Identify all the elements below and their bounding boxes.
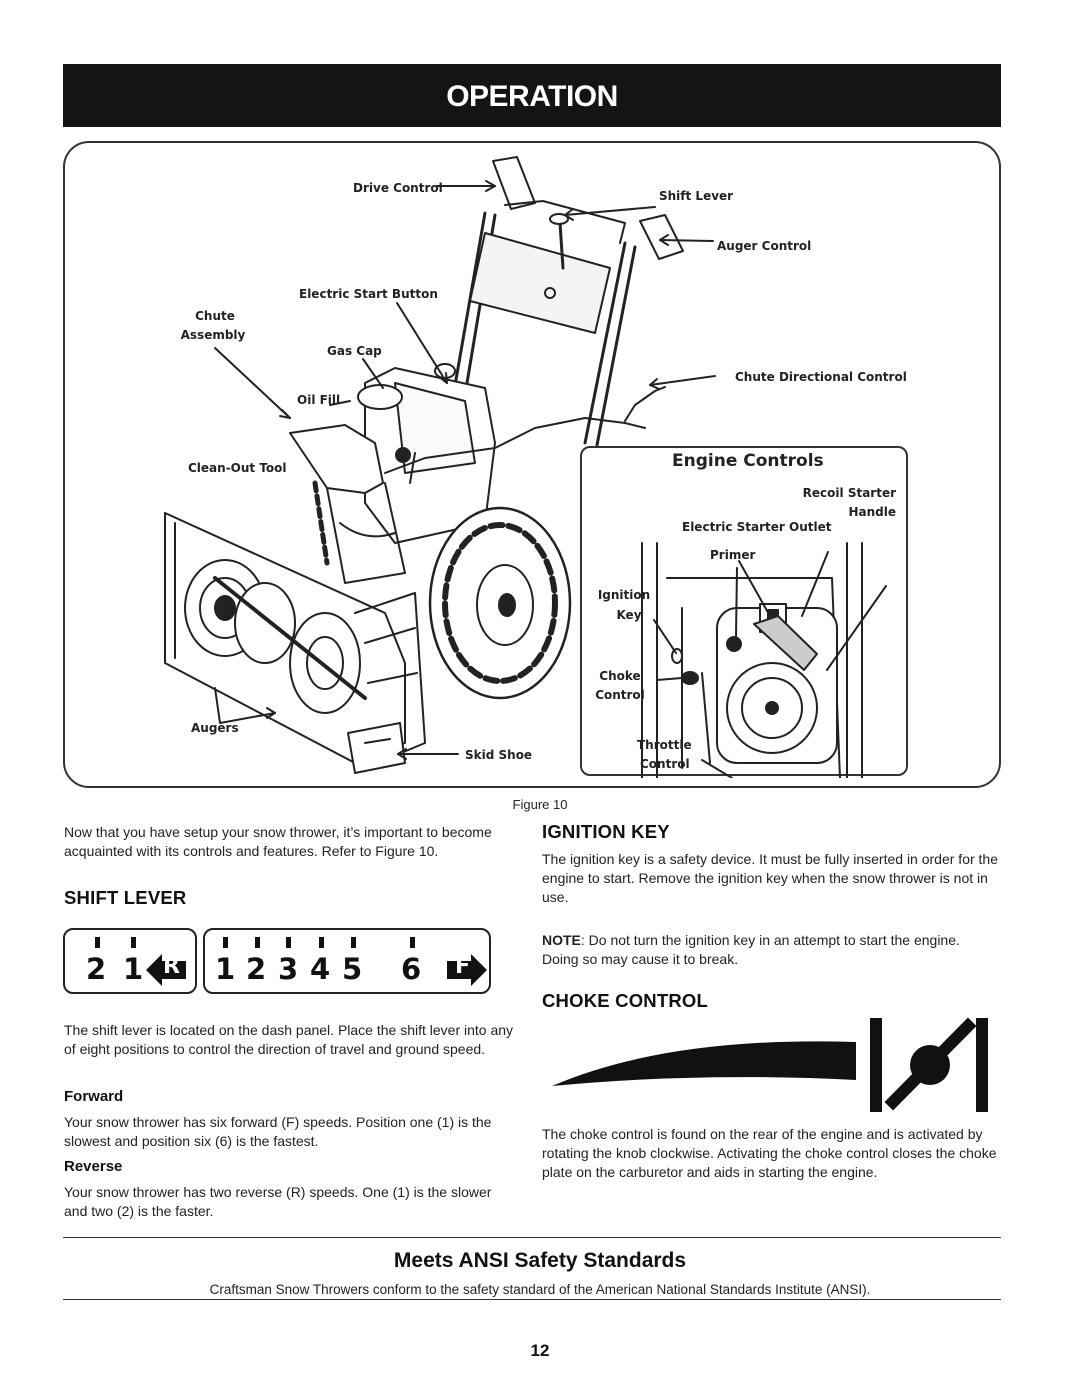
forward-arrow-icon [447,954,487,986]
shift-lever-body: The shift lever is located on the dash p… [64,1022,514,1057]
ignition-key-body: The ignition key is a safety device. It … [542,851,998,905]
reverse-body: Your snow thrower has two reverse (R) sp… [64,1184,492,1219]
page-number: 12 [530,1341,550,1360]
choke-symbol-icon [552,1017,988,1112]
note-label: NOTE [542,932,581,948]
label-throttle-control: Control [640,757,690,771]
label-recoil-starter: Recoil Starter [802,486,896,500]
forward-gear-2: 2 [246,952,267,986]
engine-controls-inset: Engine Controls Recoil Starter Handle El… [580,446,908,778]
label-chute: Chute [195,309,235,323]
forward-gear-5: 5 [342,952,363,986]
section-banner: OPERATION [63,64,1001,127]
reverse-gear-2: 2 [86,952,107,986]
label-throttle: Throttle [637,738,692,752]
forward-badge: F [455,954,471,979]
ignition-key-heading: IGNITION KEY [542,821,670,842]
label-choke-control: Control [595,688,645,702]
label-primer: Primer [710,548,756,562]
label-ignition-key: Key [616,608,642,622]
forward-gear-6: 6 [401,952,422,986]
forward-body: Your snow thrower has six forward (F) sp… [64,1114,492,1149]
inset-title: Engine Controls [672,451,824,471]
reverse-arrow-icon [146,954,186,986]
reverse-gear-1: 1 [123,952,144,986]
intro-paragraph: Now that you have setup your snow throwe… [64,824,492,859]
figure-caption: Figure 10 [512,797,568,812]
label-gas-cap: Gas Cap [327,344,382,358]
reverse-heading: Reverse [64,1158,123,1175]
forward-gear-3: 3 [278,952,299,986]
shift-lever-heading: SHIFT LEVER [64,887,187,908]
choke-control-body: The choke control is found on the rear o… [542,1126,997,1180]
reverse-gear-indicator: 2 1 R [63,928,197,994]
divider-top [63,1237,1001,1238]
reverse-badge: R [163,954,180,979]
label-assembly: Assembly [180,328,246,342]
divider-bottom [63,1299,1001,1300]
forward-gear-1: 1 [215,952,236,986]
forward-gear-indicator: 1 2 3 4 5 6 F [203,928,491,994]
forward-gear-4: 4 [310,952,331,986]
label-recoil-handle: Handle [848,505,896,519]
ansi-title: Meets ANSI Safety Standards [393,1249,687,1272]
ignition-note: NOTE: Do not turn the ignition key in an… [542,931,1000,969]
label-choke: Choke [599,669,641,683]
choke-control-heading: CHOKE CONTROL [542,990,709,1011]
figure-10-illustration: Drive Control Shift Lever Auger Control … [63,141,1001,788]
label-ignition: Ignition [597,588,651,602]
label-electric-starter-outlet: Electric Starter Outlet [682,520,832,534]
label-augers: Augers [191,721,239,735]
label-clean-out-tool: Clean-Out Tool [188,461,287,475]
label-chute-directional-control: Chute Directional Control [735,370,907,384]
label-shift-lever: Shift Lever [659,189,734,203]
label-electric-start-button: Electric Start Button [299,287,438,301]
label-auger-control: Auger Control [717,239,812,253]
engine-controls-drawing [641,542,887,778]
note-body: : Do not turn the ignition key in an att… [542,932,960,967]
label-drive-control: Drive Control [353,181,443,195]
label-skid-shoe: Skid Shoe [465,748,533,762]
ansi-text: Craftsman Snow Throwers conform to the s… [209,1282,871,1297]
snow-thrower-drawing [164,156,716,774]
label-oil-fill: Oil Fill [297,393,341,407]
forward-heading: Forward [64,1088,124,1105]
